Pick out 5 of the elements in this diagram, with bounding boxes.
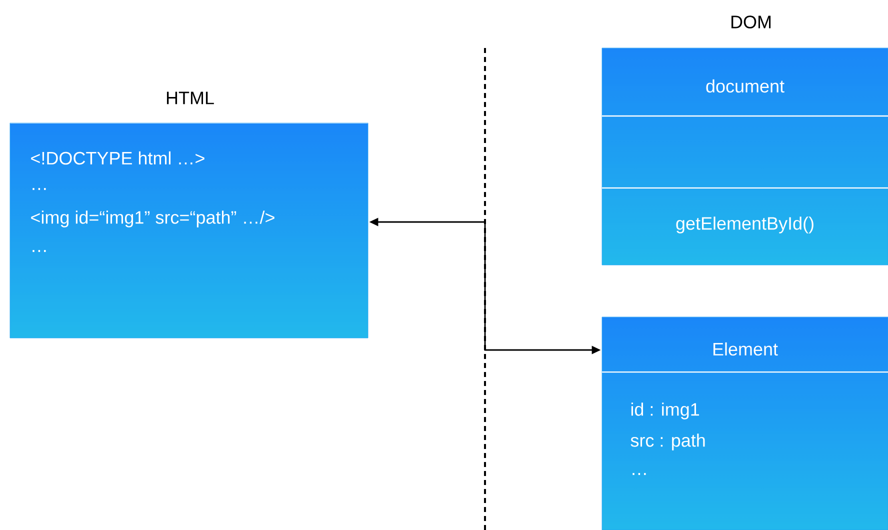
class-box: document getElementById(): [602, 48, 888, 266]
section-heading: DOM: [732, 16, 771, 28]
node-label: HTML: [166, 92, 214, 104]
code-box: HTML <!DOCTYPE html …> … <img id=“img1” src=“path” …/> …: [10, 92, 368, 338]
class-box: Element id : img1 src : path …: [602, 316, 888, 530]
